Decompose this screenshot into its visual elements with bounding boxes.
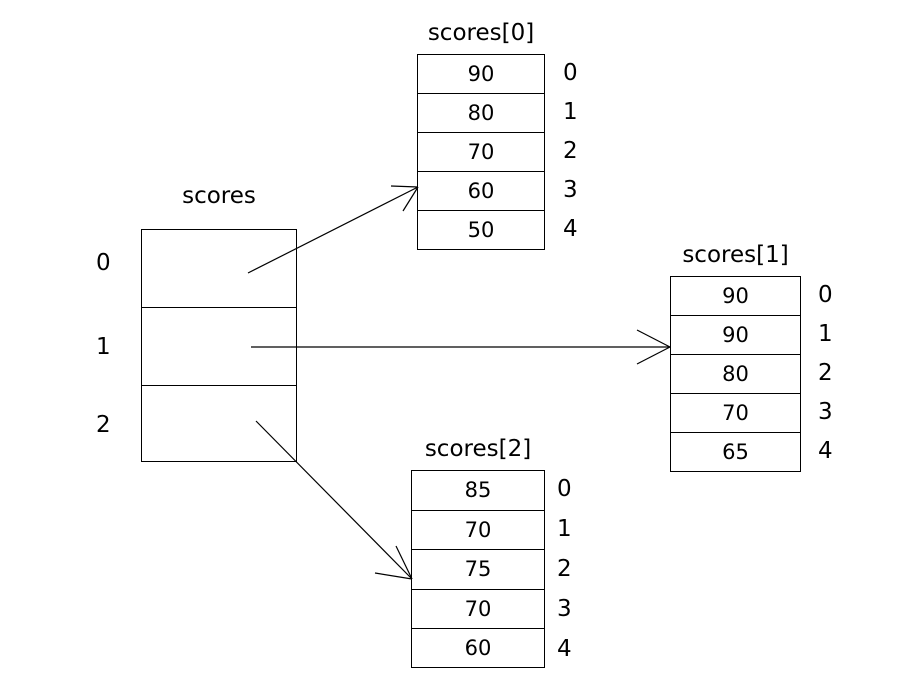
sub-array-1-index-0: 0 [818, 282, 833, 308]
sub-array-1-cell-4[interactable]: 65 [722, 439, 749, 464]
sub-array-2-index-2: 2 [557, 556, 572, 582]
arrow-to-scores-1 [251, 329, 671, 365]
sub-array-1-cell-3[interactable]: 70 [671, 394, 800, 433]
sub-array-2-cell-1[interactable]: 70 [412, 511, 544, 550]
sub-array-2-title: scores[2] [424, 436, 532, 462]
sub-array-2-index-4: 4 [557, 636, 572, 662]
sub-array-1-cell-2[interactable]: 80 [671, 355, 800, 394]
pointer-array-index-0: 0 [96, 250, 111, 276]
pointer-array-title: scores [182, 183, 256, 209]
sub-array-0-cell-2[interactable]: 70 [418, 133, 544, 172]
sub-array-1-cell-0[interactable]: 90 [671, 277, 800, 316]
sub-array-0-cell-3[interactable]: 60 [418, 172, 544, 211]
sub-array-0-index-2: 2 [563, 138, 578, 164]
sub-array-1-index-4: 4 [818, 438, 833, 464]
sub-array-2-box: 85 70 75 70 60 [411, 470, 545, 668]
pointer-array-cell-2[interactable] [142, 386, 296, 463]
sub-array-2-index-3: 3 [557, 596, 572, 622]
sub-array-1-cell-1[interactable]: 90 [671, 316, 800, 355]
pointer-array-index-2: 2 [96, 412, 111, 438]
sub-array-0-cell-4[interactable]: 50 [467, 217, 495, 242]
sub-array-0-index-3: 3 [563, 177, 578, 203]
sub-array-0-box: 90 80 70 60 50 [417, 54, 545, 250]
pointer-array-cell-1[interactable] [142, 308, 296, 386]
sub-array-2-index-0: 0 [557, 476, 572, 502]
sub-array-0-index-4: 4 [563, 216, 578, 242]
sub-array-1-box: 90 90 80 70 65 [670, 276, 801, 472]
sub-array-1-index-1: 1 [818, 321, 833, 347]
sub-array-0-index-1: 1 [563, 99, 578, 125]
sub-array-1-index-2: 2 [818, 360, 833, 386]
sub-array-0-index-0: 0 [563, 60, 578, 86]
sub-array-2-cell-4[interactable]: 60 [464, 635, 492, 660]
pointer-array-box [141, 229, 297, 462]
sub-array-0-title: scores[0] [427, 20, 535, 46]
sub-array-2-cell-3[interactable]: 70 [412, 590, 544, 629]
pointer-array-cell-0[interactable] [142, 230, 296, 308]
sub-array-1-index-3: 3 [818, 399, 833, 425]
sub-array-2-cell-2[interactable]: 75 [412, 550, 544, 590]
sub-array-2-index-1: 1 [557, 516, 572, 542]
sub-array-0-cell-1[interactable]: 80 [418, 94, 544, 133]
sub-array-1-title: scores[1] [682, 242, 789, 268]
sub-array-2-cell-0[interactable]: 85 [412, 471, 544, 511]
pointer-array-index-1: 1 [96, 334, 111, 360]
sub-array-0-cell-0[interactable]: 90 [418, 55, 544, 94]
